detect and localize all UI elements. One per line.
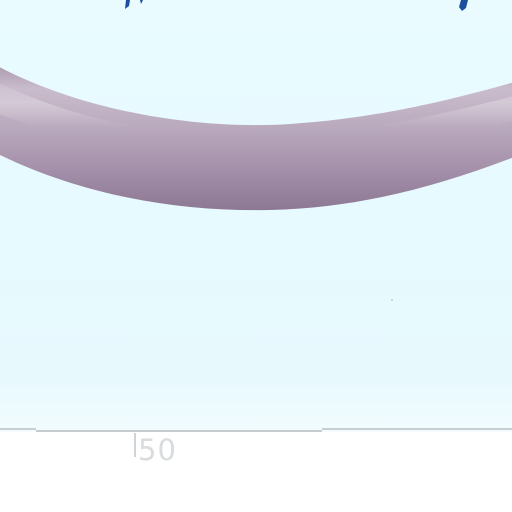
accent-mark-right: [459, 0, 468, 11]
tube-illustration: [0, 0, 512, 301]
dust-speck: [391, 299, 393, 301]
accent-mark-left-2: [140, 0, 143, 4]
baseline-segment-middle: [36, 430, 322, 432]
scale-tick: [134, 433, 136, 457]
microscopy-scene: [0, 0, 512, 432]
baseline-segment-right: [322, 428, 512, 430]
baseline-segment-left: [0, 428, 36, 430]
scale-label: 50: [138, 433, 177, 467]
scale-baseline: [0, 428, 512, 434]
accent-mark-left: [125, 0, 130, 9]
tube-sheen: [0, 83, 512, 161]
